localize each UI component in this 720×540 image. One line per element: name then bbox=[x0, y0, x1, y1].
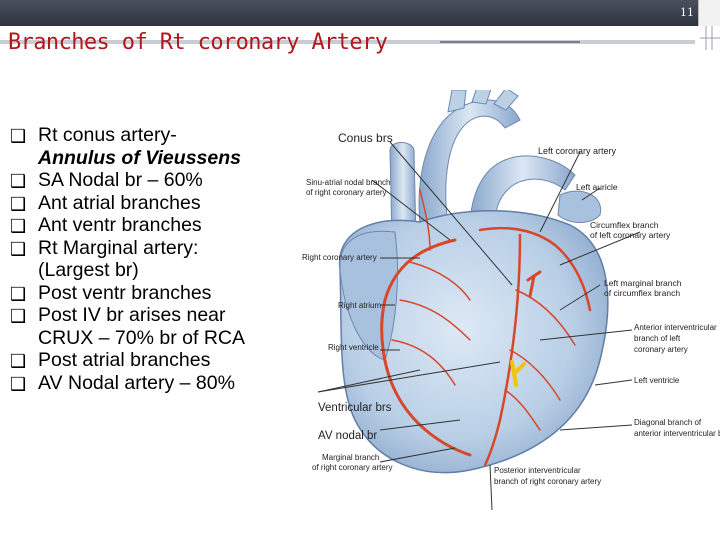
bullet-continuation: CRUX – 70% br of RCA bbox=[38, 326, 245, 349]
bullet-item: ❑ Rt Marginal artery:(Largest br) bbox=[10, 237, 320, 282]
header-corner-cap bbox=[698, 0, 720, 26]
label-posterior-iv-1: Posterior interventricular bbox=[494, 466, 581, 475]
title-underline bbox=[0, 40, 695, 44]
checkbox-bullet-icon: ❑ bbox=[10, 171, 27, 192]
title-underline-accent bbox=[440, 41, 580, 43]
bullet-text: Ant atrial branches bbox=[38, 191, 201, 214]
label-left-ventricle: Left ventricle bbox=[634, 376, 680, 385]
checkbox-bullet-icon: ❑ bbox=[10, 351, 27, 372]
checkbox-bullet-icon: ❑ bbox=[10, 283, 27, 305]
label-circumflex-1: Circumflex branch bbox=[590, 220, 659, 230]
artery-branch bbox=[419, 189, 431, 251]
checkbox-bullet-icon: ❑ bbox=[10, 238, 27, 260]
artery-branch bbox=[391, 339, 456, 386]
label-marginal-2: of right coronary artery bbox=[312, 463, 392, 472]
checkbox-bullet-icon: ❑ bbox=[10, 373, 27, 395]
slide-title: Branches of Rt coronary Artery bbox=[8, 30, 388, 55]
heart-coronary-diagram: Conus brs Left coronary artery Sinu-atri… bbox=[302, 90, 720, 511]
bullet-text: Rt conus artery- bbox=[38, 124, 177, 146]
checkbox-bullet-icon: ❑ bbox=[10, 216, 27, 237]
bullet-item: ❑ Rt conus artery-Annulus of Vieussens bbox=[10, 124, 320, 169]
bullet-item: ❑ Post atrial branches bbox=[10, 349, 320, 372]
bullet-item: ❑ Ant atrial branches bbox=[10, 192, 320, 215]
checkbox-bullet-icon: ❑ bbox=[10, 306, 27, 327]
bullet-item: ❑ AV Nodal artery – 80% bbox=[10, 372, 320, 395]
bullet-text: Post ventr branches bbox=[38, 281, 212, 304]
label-right-atrium: Right atrium bbox=[338, 301, 381, 310]
artery-branch bbox=[509, 349, 561, 401]
label-anterior-iv-3: coronary artery bbox=[634, 345, 688, 354]
right-coronary-artery bbox=[380, 238, 472, 457]
bullet-text: Post IV br arises near bbox=[38, 304, 226, 326]
annotation-av-nodal: AV nodal br bbox=[318, 430, 377, 442]
corner-decoration bbox=[700, 26, 720, 50]
superior-vena-cava bbox=[389, 142, 417, 241]
slide-number: 11 bbox=[680, 6, 694, 19]
bullet-text: Ant ventr branches bbox=[38, 214, 202, 236]
bullet-item: ❑ SA Nodal br – 60% bbox=[10, 169, 320, 192]
label-circumflex-2: of left coronary artery bbox=[590, 230, 671, 240]
bullet-item: ❑ Ant ventr branches bbox=[10, 214, 320, 237]
artery-branch bbox=[504, 389, 541, 431]
annotation-conus: Conus brs bbox=[338, 131, 393, 145]
bullet-continuation: (Largest br) bbox=[38, 259, 139, 281]
bullet-text: Rt Marginal artery: bbox=[38, 236, 199, 259]
label-right-coronary: Right coronary artery bbox=[302, 253, 377, 262]
bullet-text: SA Nodal br – 60% bbox=[38, 169, 203, 191]
label-left-marginal-2: of circumflex branch bbox=[604, 288, 680, 298]
label-diagonal-2: anterior interventricular branch bbox=[634, 429, 720, 438]
highlight-mark-red bbox=[526, 270, 542, 298]
pointer-lines bbox=[317, 141, 641, 511]
heart-body bbox=[338, 210, 609, 474]
label-right-ventricle: Right ventricle bbox=[328, 343, 379, 352]
label-marginal-1: Marginal branch bbox=[322, 453, 379, 462]
label-sinu-atrial-2: of right coronary artery bbox=[306, 188, 386, 197]
bullet-subtext: Annulus of Vieussens bbox=[38, 146, 241, 169]
pulmonary-trunk bbox=[469, 155, 576, 246]
label-sinu-atrial-1: Sinu-atrial nodal branch bbox=[306, 178, 391, 187]
left-auricle bbox=[557, 190, 602, 223]
artery-branch bbox=[515, 289, 576, 346]
label-anterior-iv-2: branch of left bbox=[634, 334, 681, 343]
annotation-ventricular: Ventricular brs bbox=[318, 402, 392, 414]
bullet-text: AV Nodal artery – 80% bbox=[38, 371, 235, 394]
coronary-arteries bbox=[380, 189, 592, 467]
left-coronary-artery bbox=[478, 226, 592, 312]
bullet-item: ❑ Post ventr branches bbox=[10, 282, 320, 305]
label-diagonal-1: Diagonal branch of bbox=[634, 418, 702, 427]
label-anterior-iv-1: Anterior interventricular bbox=[634, 323, 717, 332]
highlight-mark bbox=[510, 360, 526, 387]
aortic-arch bbox=[418, 99, 521, 226]
label-left-auricle: Left auricle bbox=[576, 182, 618, 192]
bullet-text: Post atrial branches bbox=[38, 349, 211, 371]
checkbox-bullet-icon: ❑ bbox=[10, 193, 27, 215]
checkbox-bullet-icon: ❑ bbox=[10, 126, 27, 147]
label-posterior-iv-2: branch of right coronary artery bbox=[494, 477, 601, 486]
artery-branch bbox=[399, 299, 471, 341]
artery-branch bbox=[409, 261, 471, 301]
aortic-branch bbox=[493, 90, 519, 111]
bullet-list: ❑ Rt conus artery-Annulus of Vieussens ❑ S… bbox=[10, 124, 320, 395]
label-left-coronary: Left coronary artery bbox=[538, 146, 617, 156]
label-left-marginal-1: Left marginal branch bbox=[604, 278, 682, 288]
slide-header-bar bbox=[0, 0, 698, 26]
aortic-branch bbox=[447, 90, 467, 113]
aortic-branch bbox=[471, 90, 492, 105]
